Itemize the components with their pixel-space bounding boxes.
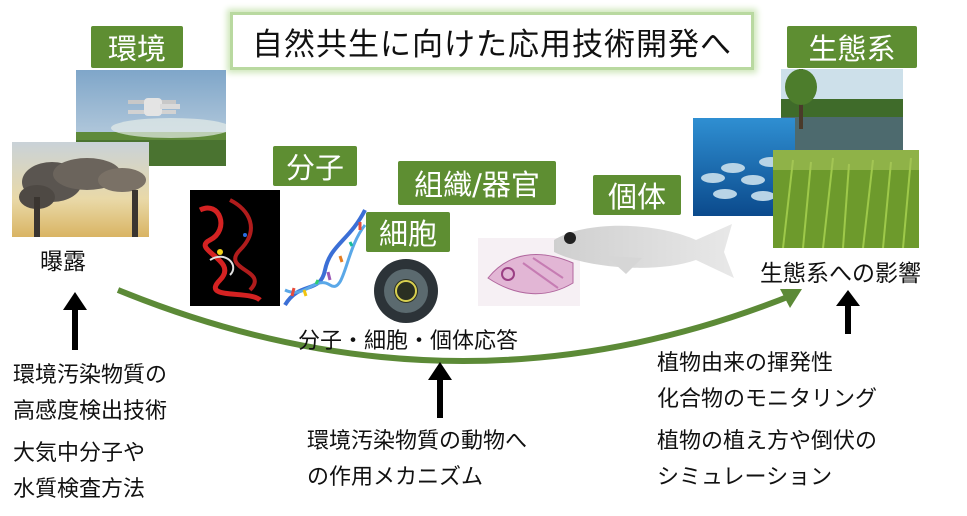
medaka-fish-image: [546, 212, 738, 292]
protein-structure-image: [190, 190, 280, 306]
left-note-1-line1: 環境汚染物質の: [13, 363, 168, 388]
molecule-tag: 分子: [273, 146, 357, 186]
dna-helix-image: [280, 200, 370, 310]
left-note-1-line2: 高感度検出技術: [13, 399, 168, 424]
environment-tag: 環境: [91, 26, 183, 68]
responses-label: 分子・細胞・個体応答: [298, 329, 519, 354]
individual-tag: 個体: [593, 175, 681, 215]
right-note-2-line2: シミュレーション: [657, 465, 833, 490]
right-note-1: 植物由来の揮発性 化合物のモニタリング: [657, 346, 877, 418]
left-note-2: 大気中分子や 水質検査方法: [13, 436, 145, 508]
ecosystem-tag: 生態系: [787, 26, 917, 68]
left-note-1: 環境汚染物質の 高感度検出技術: [13, 358, 167, 430]
right-note-1-line1: 植物由来の揮発性: [657, 351, 834, 376]
diagram-title: 自然共生に向けた応用技術開発へ: [230, 12, 754, 70]
exposure-label: 曝露: [40, 249, 86, 275]
pond-photo: [781, 69, 903, 155]
up-arrow-left: [63, 292, 87, 350]
ecosystem-effect-label: 生態系への影響: [760, 261, 921, 287]
left-note-2-line1: 大気中分子や: [13, 441, 146, 466]
right-note-2-line1: 植物の植え方や倒伏の: [657, 429, 878, 454]
left-note-2-line2: 水質検査方法: [13, 477, 146, 502]
center-note-line2: の作用メカニズム: [307, 465, 484, 490]
up-arrow-right: [836, 290, 860, 334]
right-note-2: 植物の植え方や倒伏の シミュレーション: [657, 424, 877, 496]
up-arrow-center: [428, 362, 452, 418]
rice-paddy-photo: [773, 150, 919, 248]
right-note-1-line2: 化合物のモニタリング: [657, 387, 878, 412]
smokestack-photo: [12, 142, 149, 237]
cell-tag: 細胞: [366, 212, 450, 252]
cell-micrograph-image: [370, 255, 442, 327]
center-note-line1: 環境汚染物質の動物へ: [307, 429, 528, 454]
center-note: 環境汚染物質の動物へ の作用メカニズム: [307, 424, 527, 496]
tissue-tag: 組織/器官: [398, 161, 556, 205]
